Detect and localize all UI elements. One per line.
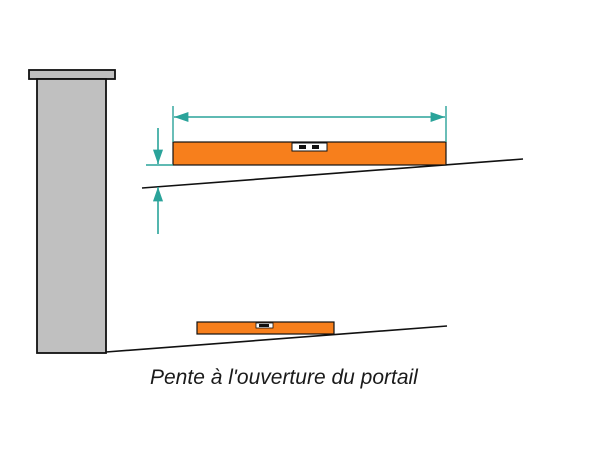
gate-pillar-icon: [28, 69, 116, 354]
dimension-arrow-icon: [172, 106, 447, 142]
ground-slope-upper: [141, 158, 524, 189]
ground-slope-lower: [105, 325, 448, 353]
spirit-level-icon: [196, 321, 335, 335]
diagram-caption: Pente à l'ouverture du portail: [150, 366, 418, 389]
spirit-level-icon: [172, 141, 447, 166]
dimension-arrow-icon: [146, 128, 173, 234]
